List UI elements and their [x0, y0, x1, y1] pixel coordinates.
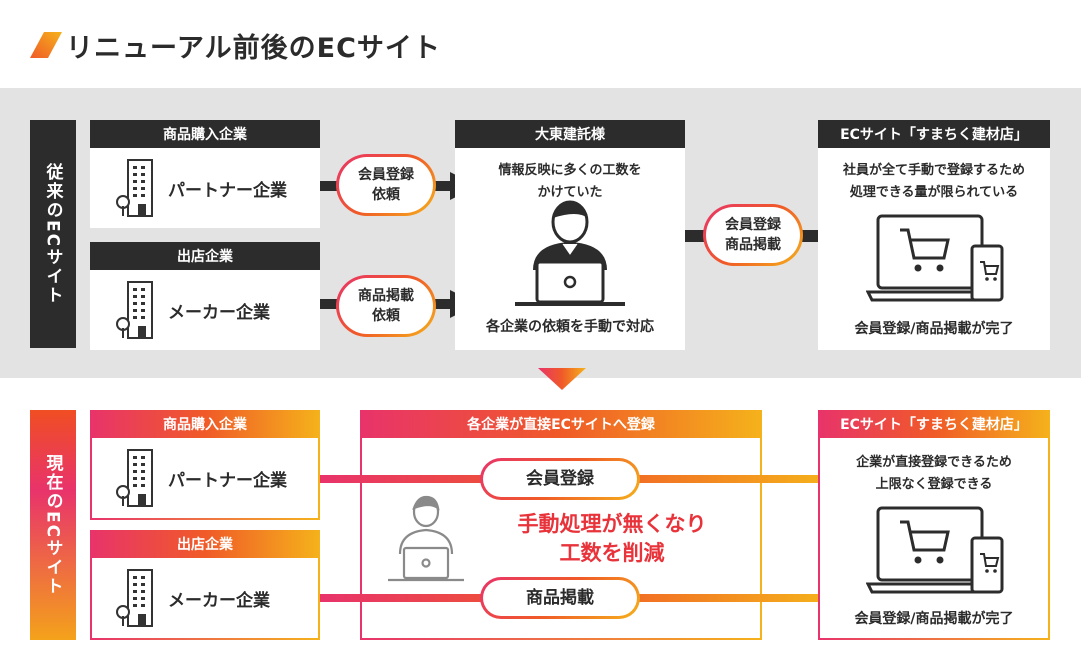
old-client-bottom-text: 各企業の依頼を手動で対応	[486, 319, 654, 335]
new-center-header: 各企業が直接ECサイトへ登録	[360, 410, 762, 438]
person-laptop-icon	[515, 200, 625, 306]
old-client-header: 大東建託様	[455, 120, 685, 148]
old-ec-box: 社員が全て手動で登録するため処理できる量が限られている 会員登録/商品掲載が完了	[818, 148, 1050, 350]
old-maker-box: メーカー企業	[90, 270, 320, 350]
building-icon	[116, 569, 153, 627]
old-partner-label: パートナー企業	[168, 181, 287, 201]
page-title: リニューアル前後のECサイト	[66, 33, 441, 64]
building-icon	[116, 449, 153, 507]
old-listing-request-pill: 商品掲載依頼	[336, 275, 436, 337]
new-center-message: 手動処理が無くなり工数を削減	[517, 512, 707, 566]
old-maker-label: メーカー企業	[168, 303, 270, 323]
building-icon	[116, 159, 153, 217]
new-buyer-header: 商品購入企業	[90, 410, 320, 438]
title-stripe-icon	[30, 32, 62, 58]
old-ec-header: ECサイト「すまちく建材店」	[818, 120, 1050, 148]
arrow-down-icon	[538, 368, 586, 390]
laptop-cart-icon	[866, 214, 1004, 302]
new-side-label: 現在のECサイト	[30, 410, 76, 640]
person-laptop-icon	[388, 495, 464, 582]
old-store-header: 出店企業	[90, 242, 320, 270]
new-ec-top-text: 企業が直接登録できるため上限なく登録できる	[856, 455, 1012, 493]
old-mid-pill: 会員登録商品掲載	[703, 204, 803, 266]
new-ec-box: 企業が直接登録できるため上限なく登録できる 会員登録/商品掲載が完了	[818, 438, 1050, 640]
old-ec-top-text: 社員が全て手動で登録するため処理できる量が限られている	[842, 163, 1025, 201]
new-listing-pill: 商品掲載	[480, 577, 640, 619]
new-maker-label: メーカー企業	[168, 591, 270, 611]
building-icon	[116, 281, 153, 339]
old-partner-box: パートナー企業	[90, 148, 320, 228]
old-client-box: 情報反映に多くの工数をかけていた 各企業の依頼を手動で対応	[455, 148, 685, 350]
old-ec-bottom-text: 会員登録/商品掲載が完了	[854, 321, 1014, 337]
old-buyer-header: 商品購入企業	[90, 120, 320, 148]
new-partner-label: パートナー企業	[168, 471, 287, 491]
new-ec-bottom-text: 会員登録/商品掲載が完了	[854, 611, 1014, 627]
old-side-label: 従来のECサイト	[30, 120, 76, 348]
new-member-pill: 会員登録	[480, 458, 640, 500]
old-member-request-pill: 会員登録依頼	[336, 154, 436, 216]
new-ec-header: ECサイト「すまちく建材店」	[818, 410, 1050, 438]
new-maker-box: メーカー企業	[90, 558, 320, 640]
laptop-cart-icon	[866, 506, 1004, 594]
new-store-header: 出店企業	[90, 530, 320, 558]
old-client-top-text: 情報反映に多くの工数をかけていた	[498, 163, 642, 201]
new-partner-box: パートナー企業	[90, 438, 320, 520]
